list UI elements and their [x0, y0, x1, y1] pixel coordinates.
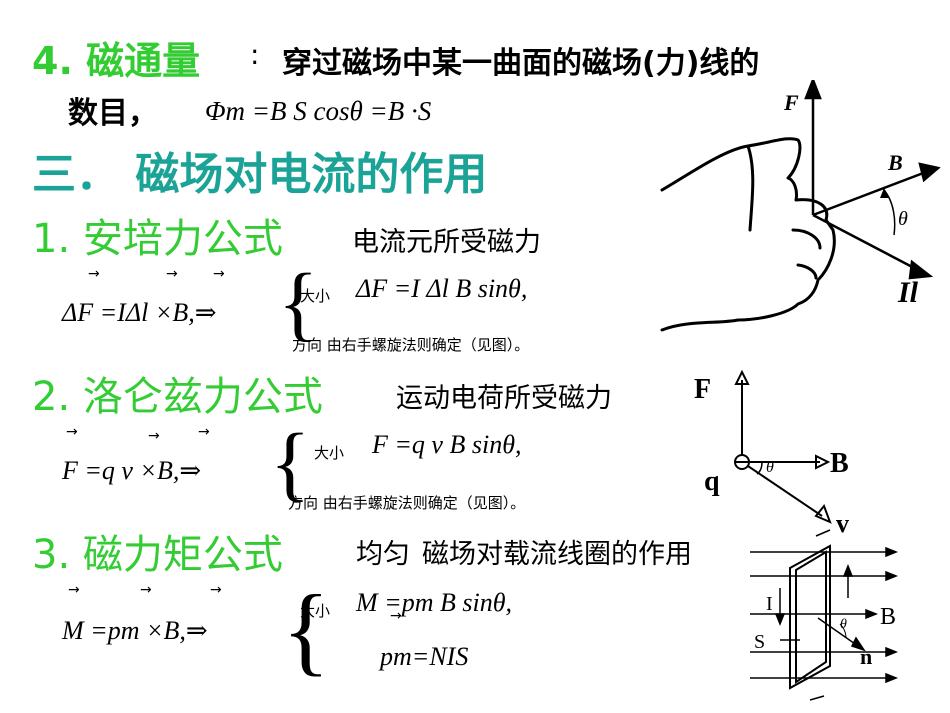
ampere-brace: { — [278, 257, 319, 350]
fig-lorentz-label-theta: θ — [766, 459, 774, 476]
vector-arrow-icon: → — [88, 266, 100, 282]
vector-arrow-icon: → — [210, 582, 222, 598]
ampere-size-label: 大小 — [300, 287, 331, 305]
lorentz-direction-text: 方向 由右手螺旋法则确定（见图）。 — [288, 494, 526, 512]
lorentz-size-label: 大小 — [314, 444, 345, 462]
flux-formula: Φm =B S cosθ =B ·S — [205, 96, 432, 126]
fig-lorentz-label-b: B — [830, 448, 849, 479]
vector-arrow-icon: → — [166, 266, 178, 282]
torque-subtitle-a: 均匀 — [356, 539, 410, 570]
lorentz-title: 2. 洛仑兹力公式 — [32, 374, 323, 420]
torque-brace: { — [282, 574, 330, 685]
fig-hand-label-f: F — [783, 90, 799, 115]
ampere-subtitle: 电流元所受磁力 — [352, 227, 541, 258]
fig-coil-label-s: S — [754, 631, 765, 653]
fig-coil-label-theta: θ — [840, 617, 847, 632]
vector-arrow-icon: → — [68, 582, 80, 598]
torque-size-label: 大小 — [300, 602, 331, 620]
flux-description: 穿过磁场中某一曲面的磁场(力)线的 — [282, 46, 760, 81]
ampere-vector-formula: ΔF =IΔl ×B,⇒ — [62, 298, 217, 327]
right-hand-rule-figure: F B θ Il — [660, 80, 941, 332]
fig-hand-label-il: Il — [897, 276, 919, 309]
fig-lorentz-label-q: q — [704, 466, 720, 497]
vector-arrow-icon: → — [148, 428, 160, 444]
fig-lorentz-label-f: F — [694, 374, 711, 405]
lorentz-size-formula: F =q v B sinθ, — [372, 430, 522, 459]
torque-subtitle-b: 磁场对载流线圈的作用 — [422, 539, 692, 570]
ampere-size-formula: ΔF =I Δl B sinθ, — [356, 274, 528, 303]
lorentz-subtitle: 运动电荷所受磁力 — [396, 383, 612, 414]
fig-coil-label-i: I — [766, 593, 773, 615]
vector-arrow-icon: → — [213, 266, 225, 282]
torque-pm-formula: pm=NIS — [380, 642, 469, 671]
fig-coil-label-b: B — [880, 604, 896, 630]
vector-arrow-icon: → — [390, 608, 402, 624]
flux-description-line2: 数目， — [68, 96, 158, 131]
lorentz-force-figure: F B q θ v — [694, 369, 849, 536]
fig-hand-label-theta: θ — [898, 208, 908, 230]
section-title-force-on-current: 三． 磁场对电流的作用 — [32, 149, 488, 200]
coil-torque-figure: I S θ B n — [750, 529, 899, 701]
vector-arrow-icon: → — [140, 582, 152, 598]
ampere-direction-text: 方向 由右手螺旋法则确定（见图）。 — [292, 336, 530, 354]
fig-lorentz-label-v: v — [836, 509, 849, 536]
fig-hand-label-b: B — [887, 150, 903, 175]
ampere-title: 1. 安培力公式 — [32, 216, 283, 262]
lorentz-vector-formula: F =q v ×B,⇒ — [62, 456, 202, 485]
vector-arrow-icon: → — [198, 424, 210, 440]
torque-vector-formula: M =pm ×B,⇒ — [62, 616, 208, 645]
vector-arrow-icon: → — [66, 424, 78, 440]
flux-title: 4. 磁通量 — [32, 39, 201, 83]
torque-size-formula: M =pm B sinθ, — [356, 588, 512, 617]
flux-colon: : — [250, 38, 260, 71]
lorentz-brace: { — [270, 417, 311, 510]
fig-coil-label-n: n — [860, 644, 872, 669]
torque-title: 3. 磁力矩公式 — [32, 532, 283, 578]
